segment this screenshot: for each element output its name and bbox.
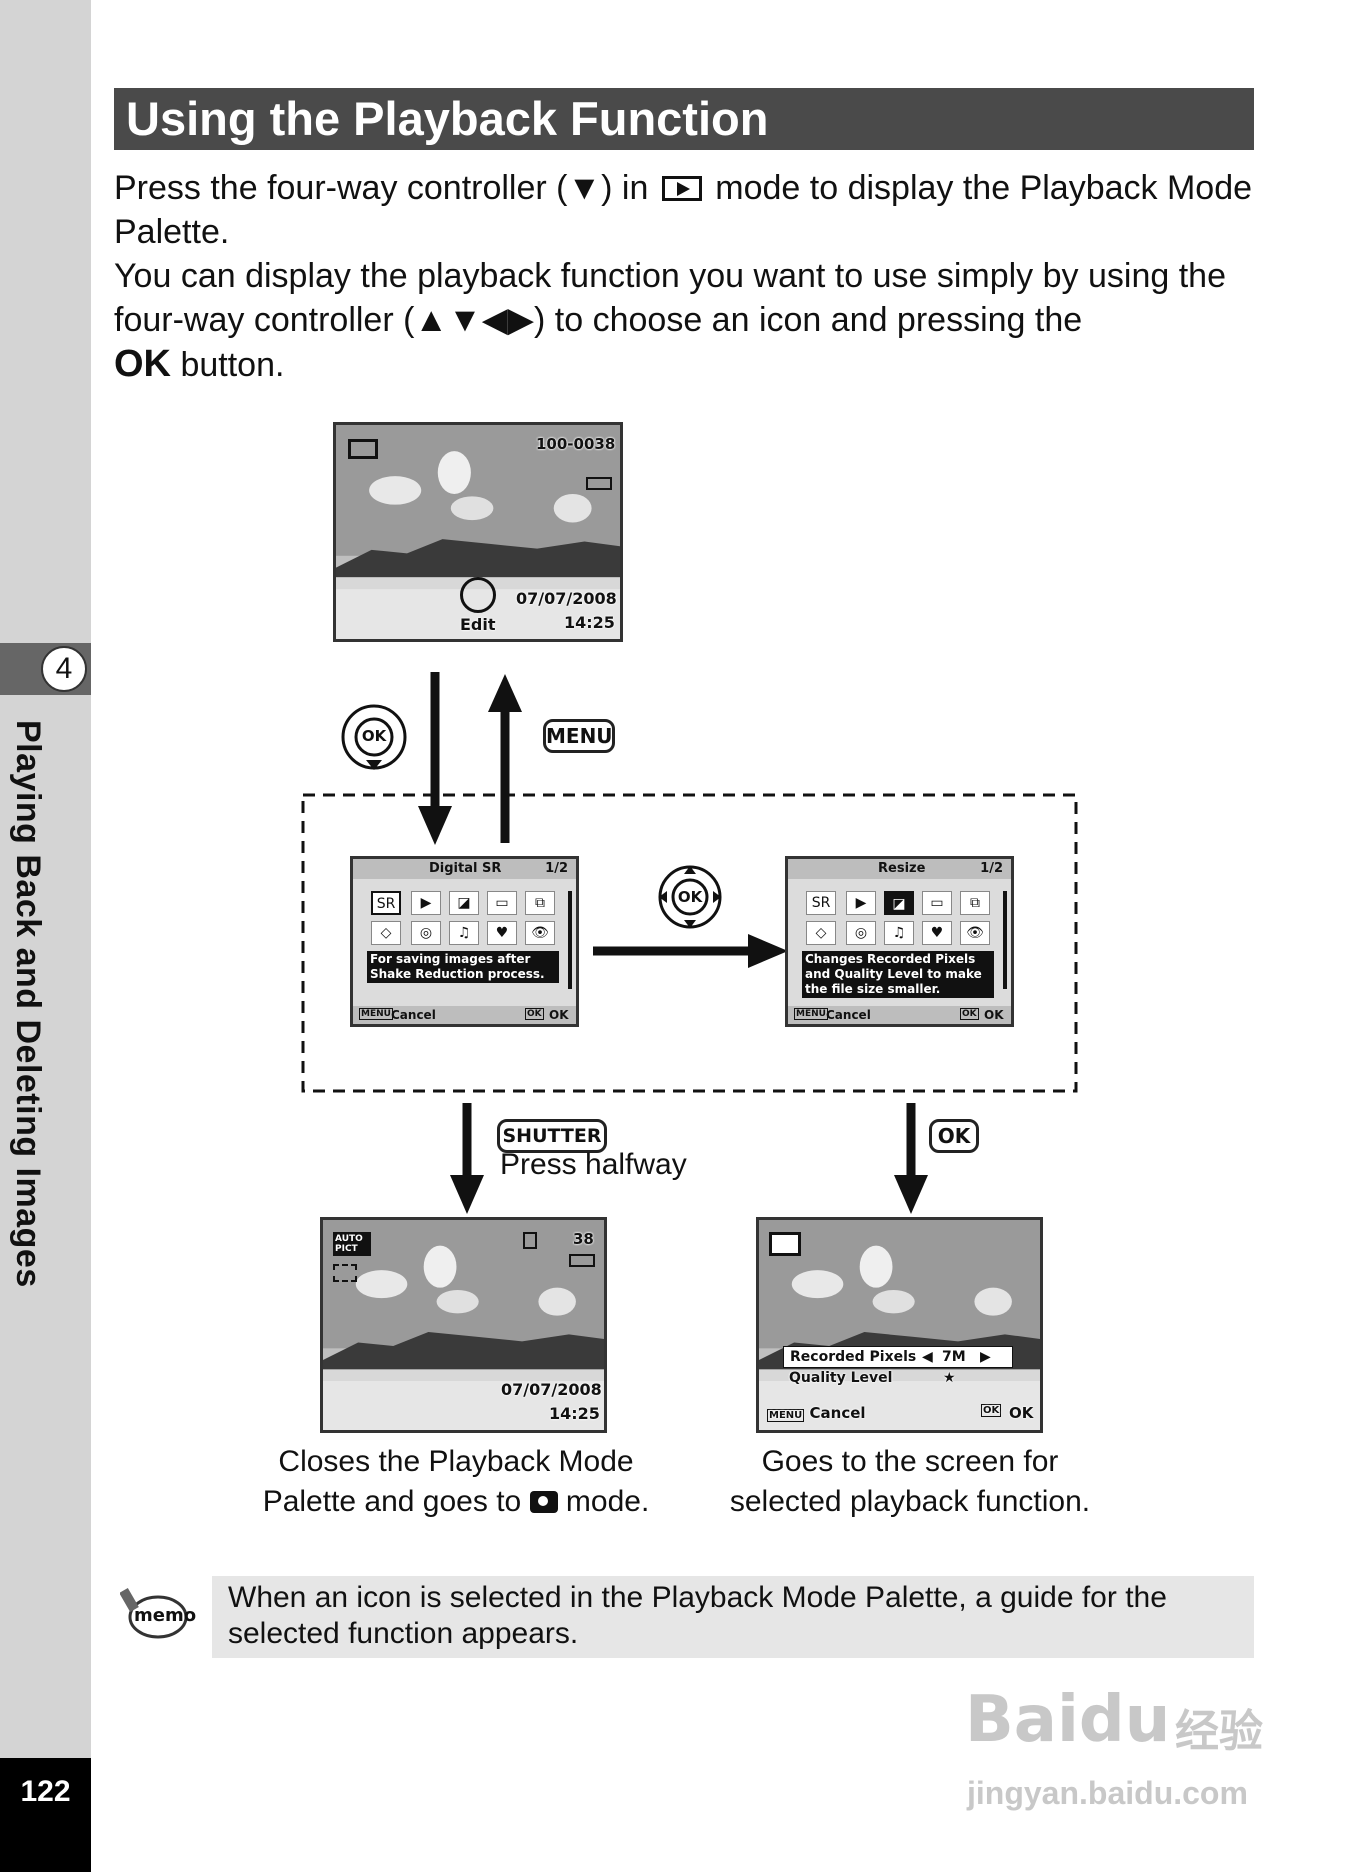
palette-page: 1/2 bbox=[980, 861, 1003, 876]
time: 14:25 bbox=[564, 613, 615, 632]
cropping-icon[interactable]: ▭ bbox=[922, 891, 952, 915]
section-header-bar bbox=[114, 88, 1254, 150]
red-eye-icon[interactable]: 👁 bbox=[960, 921, 990, 945]
palette-scrollbar bbox=[568, 891, 572, 989]
arrow-down-head bbox=[418, 806, 452, 845]
chapter-sidebar bbox=[0, 0, 91, 1872]
image-recovery-icon[interactable]: ◎ bbox=[411, 921, 441, 945]
cancel-label: Cancel bbox=[826, 1008, 871, 1022]
time: 14:25 bbox=[549, 1404, 600, 1423]
battery-icon bbox=[586, 477, 612, 490]
palette-scrollbar bbox=[1003, 891, 1007, 989]
image-recovery-icon[interactable]: ◎ bbox=[846, 921, 876, 945]
palette-page: 1/2 bbox=[545, 861, 568, 876]
play-mode-icon bbox=[348, 439, 378, 459]
playback-mode-icon bbox=[661, 176, 702, 201]
slideshow-icon[interactable]: ▶ bbox=[846, 891, 876, 915]
arrow-up-head bbox=[488, 674, 522, 712]
memory-card-icon bbox=[523, 1232, 537, 1249]
four-way-controller-icon bbox=[460, 577, 496, 613]
arrow-down-shutter-head bbox=[450, 1175, 484, 1214]
voice-memo-icon[interactable]: ♫ bbox=[884, 921, 914, 945]
memo-icon: memo bbox=[119, 1585, 196, 1641]
cancel-label: Cancel bbox=[809, 1404, 866, 1422]
ok-label: OK bbox=[1009, 1404, 1034, 1422]
slideshow-icon[interactable]: ▶ bbox=[411, 891, 441, 915]
intro-text: Press the four-way controller (▼) in mod… bbox=[114, 169, 1253, 385]
copy-icon[interactable]: ⧉ bbox=[960, 891, 990, 915]
chapter-title: Playing Back and Deleting Images bbox=[9, 720, 47, 1288]
ok-label: OK bbox=[984, 1008, 1004, 1022]
ok-tag: OK bbox=[525, 1008, 544, 1020]
rotate-icon[interactable]: ◇ bbox=[806, 921, 836, 945]
ok-controller-icon bbox=[341, 704, 407, 770]
resize-function-screen: Recorded Pixels ◀ 7M ▶ Quality Level ★ M… bbox=[756, 1217, 1043, 1433]
menu-tag: MENU bbox=[794, 1008, 828, 1020]
playback-screen: 100-0038 Edit 07/07/2008 14:25 bbox=[333, 422, 623, 642]
capture-mode-screen: AUTO PICT 38 07/07/2008 14:25 bbox=[320, 1217, 607, 1433]
date: 07/07/2008 bbox=[501, 1380, 602, 1399]
palette-title: Resize bbox=[878, 861, 926, 876]
arrow-down-ok-head bbox=[894, 1175, 928, 1214]
battery-icon bbox=[569, 1254, 595, 1267]
rotate-icon[interactable]: ◇ bbox=[371, 921, 401, 945]
right-arrow-icon: ▶ bbox=[980, 1349, 991, 1365]
face-detect-icon bbox=[333, 1264, 357, 1282]
recorded-pixels-row[interactable]: Recorded Pixels ◀ 7M ▶ bbox=[783, 1346, 1013, 1368]
photo-beach bbox=[759, 1220, 1040, 1430]
quality-level-row[interactable]: Quality Level ★ bbox=[789, 1370, 956, 1386]
file-number: 100-0038 bbox=[536, 435, 616, 453]
auto-picture-icon: AUTO PICT bbox=[333, 1232, 371, 1256]
frame-icon[interactable]: ♥ bbox=[922, 921, 952, 945]
digital-sr-icon[interactable]: SR bbox=[806, 891, 836, 915]
frame-icon[interactable]: ♥ bbox=[487, 921, 517, 945]
caption-left: Closes the Playback Mode Palette and goe… bbox=[262, 1445, 650, 1518]
caption-right: Goes to the screen for selected playback… bbox=[729, 1445, 1091, 1518]
press-halfway-label: Press halfway bbox=[500, 1148, 687, 1181]
memo-text: When an icon is selected in the Playback… bbox=[228, 1581, 1167, 1650]
playback-palette-resize: Resize 1/2 SR ▶ ◪ ▭ ⧉ ◇ ◎ ♫ ♥ 👁 Changes … bbox=[785, 856, 1014, 1027]
playback-palette-digital-sr: Digital SR 1/2 SR ▶ ◪ ▭ ⧉ ◇ ◎ ♫ ♥ 👁 For … bbox=[350, 856, 579, 1027]
chapter-number: 4 bbox=[41, 646, 87, 692]
memo-box bbox=[212, 1576, 1254, 1658]
controller-ok-label: OK bbox=[677, 888, 703, 906]
camera-icon bbox=[529, 1491, 558, 1513]
menu-tag: MENU bbox=[767, 1409, 805, 1422]
palette-guide: Changes Recorded Pixels and Quality Leve… bbox=[802, 951, 994, 998]
edit-label: Edit bbox=[460, 615, 496, 634]
baidu-watermark: Baidu 经验 jingyan.baidu.com bbox=[965, 1683, 1263, 1811]
ok-tag: OK bbox=[981, 1404, 1002, 1417]
four-way-controller-icon-large bbox=[658, 865, 722, 929]
copy-icon[interactable]: ⧉ bbox=[525, 891, 555, 915]
palette-title: Digital SR bbox=[429, 861, 502, 876]
resize-footer: MENU Cancel OK OK bbox=[767, 1404, 1037, 1422]
page-number-box bbox=[0, 1758, 91, 1872]
shutter-button-label: SHUTTER bbox=[497, 1119, 607, 1153]
cropping-icon[interactable]: ▭ bbox=[487, 891, 517, 915]
remaining-shots: 38 bbox=[573, 1230, 594, 1248]
page-number: 122 bbox=[20, 1775, 71, 1808]
resize-icon[interactable]: ◪ bbox=[449, 891, 479, 915]
ok-button-symbol: OK bbox=[114, 343, 171, 385]
menu-button-label: MENU bbox=[543, 719, 615, 753]
menu-tag: MENU bbox=[359, 1008, 393, 1020]
ok-tag: OK bbox=[960, 1008, 979, 1020]
date: 07/07/2008 bbox=[516, 589, 617, 608]
ok-label: OK bbox=[549, 1008, 569, 1022]
resize-icon[interactable]: ◪ bbox=[884, 891, 914, 915]
ok-button-label-small: OK bbox=[361, 727, 387, 745]
voice-memo-icon[interactable]: ♫ bbox=[449, 921, 479, 945]
palette-dashed-frame bbox=[301, 793, 1078, 1093]
resize-mode-icon bbox=[769, 1232, 801, 1256]
left-arrow-icon: ◀ bbox=[922, 1349, 933, 1365]
cancel-label: Cancel bbox=[391, 1008, 436, 1022]
arrow-right-head bbox=[748, 934, 788, 968]
digital-sr-icon[interactable]: SR bbox=[371, 891, 401, 915]
ok-button-label: OK bbox=[929, 1119, 979, 1153]
palette-guide: For saving images after Shake Reduction … bbox=[367, 951, 559, 983]
red-eye-icon[interactable]: 👁 bbox=[525, 921, 555, 945]
section-title: Using the Playback Function bbox=[126, 92, 769, 145]
